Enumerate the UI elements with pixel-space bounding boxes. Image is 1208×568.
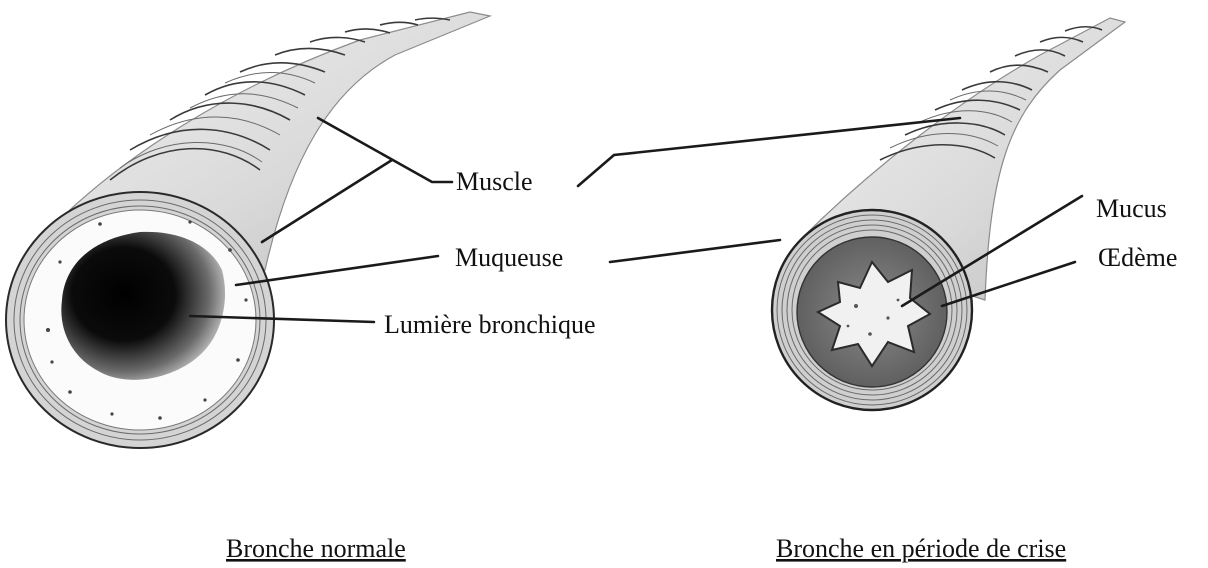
normal-bronchus-drawing bbox=[6, 12, 490, 448]
leader-muqueuse-right bbox=[610, 240, 780, 262]
caption-bronche-normale: Bronche normale bbox=[226, 534, 406, 563]
label-oedeme: Œdème bbox=[1098, 243, 1177, 272]
label-muqueuse: Muqueuse bbox=[455, 243, 563, 272]
label-muscle: Muscle bbox=[456, 167, 533, 196]
label-lumiere-bronchique: Lumière bronchique bbox=[384, 310, 596, 339]
leader-muscle-left bbox=[318, 118, 452, 182]
caption-bronche-crise: Bronche en période de crise bbox=[776, 534, 1066, 563]
crisis-bronchus-drawing bbox=[772, 18, 1125, 410]
label-mucus: Mucus bbox=[1096, 194, 1167, 223]
